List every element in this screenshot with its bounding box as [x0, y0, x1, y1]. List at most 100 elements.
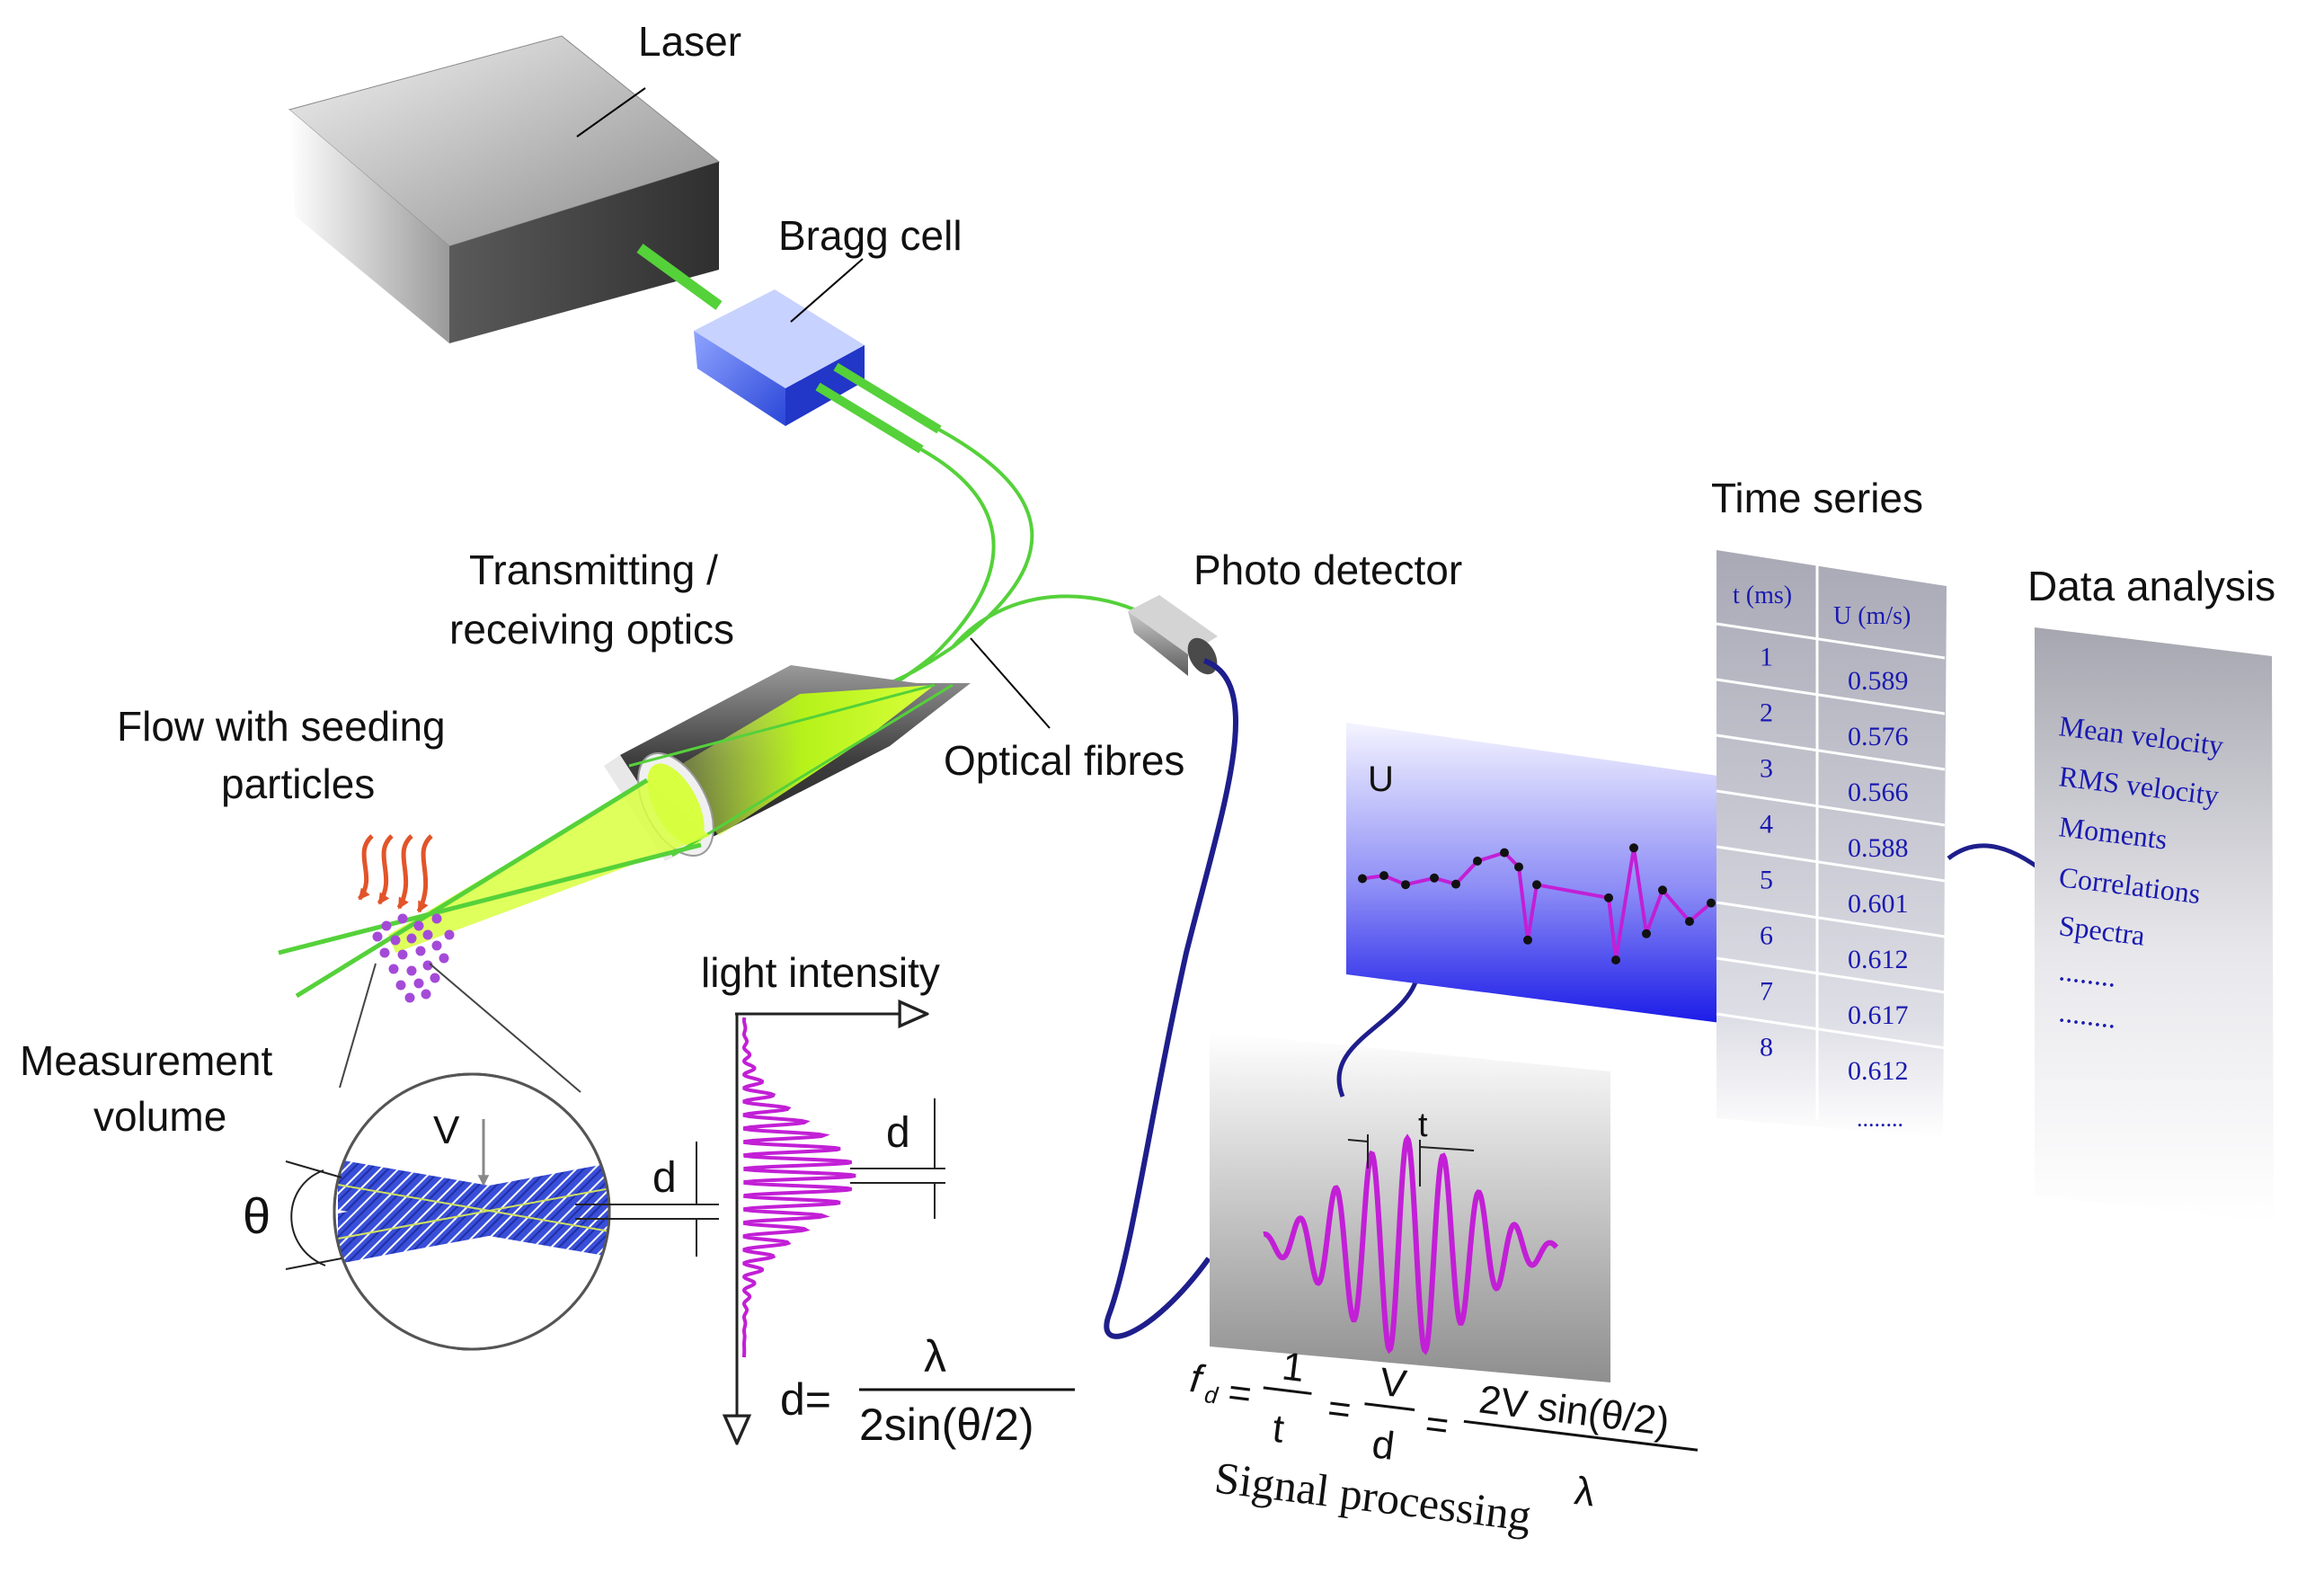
seeding-particle	[415, 946, 426, 956]
seeding-particle	[406, 965, 417, 976]
bragg-beam-lower	[815, 382, 924, 454]
light-intensity-label: light intensity	[701, 949, 940, 996]
doppler-burst-signal	[1263, 1133, 1559, 1355]
formula-fd-lambda: λ	[1572, 1469, 1597, 1515]
table-row-divider	[1716, 789, 1946, 827]
table-cell-u: 0.589	[1848, 666, 1909, 696]
seeding-particle	[388, 964, 399, 974]
velocity-point	[1642, 929, 1651, 938]
seeding-particle	[413, 920, 424, 931]
table-row-divider	[1716, 901, 1946, 938]
zoom-line-left	[339, 963, 377, 1089]
formula-fd-one: 1	[1280, 1344, 1307, 1391]
beam-line-upper	[295, 778, 649, 999]
flow-label-line1: Flow with seeding	[117, 703, 446, 750]
signal-panel	[1210, 1032, 1610, 1382]
fringe-spacing-label-left: d	[652, 1154, 677, 1202]
theta-ref-upper	[285, 1160, 342, 1178]
table-cell-t: 4	[1760, 810, 1773, 840]
formula-d-lhs: d=	[780, 1374, 831, 1425]
optics-label-line1: Transmitting /	[469, 547, 718, 593]
seeding-particle	[397, 949, 408, 960]
seeding-particle	[422, 929, 433, 940]
table-cell-u: 0.612	[1848, 1056, 1909, 1086]
table-cell-t: 6	[1760, 921, 1773, 951]
time-series-table: t (ms)U (m/s)10.58920.57630.56640.58850.…	[1733, 582, 1911, 1132]
photo-detector	[1128, 595, 1218, 676]
measurement-label-line1: Measurement	[20, 1037, 272, 1084]
time-series-label: Time series	[1711, 475, 1923, 521]
optical-fibres	[879, 428, 1161, 694]
laser-beam	[636, 244, 723, 310]
table-cell-u: 0.612	[1848, 945, 1909, 974]
seeding-particle	[372, 931, 383, 942]
flow-label-line2: particles	[221, 760, 375, 807]
flow-arrows	[357, 834, 433, 913]
formula-fd-sub: d	[1203, 1381, 1221, 1409]
theta-ref-lower	[285, 1258, 342, 1270]
velocity-point	[1707, 898, 1716, 908]
seeding-particle	[431, 940, 442, 951]
seeding-particle	[397, 913, 408, 924]
fringe-spacing-marker-right	[850, 1098, 945, 1219]
analysis-item: ........	[2057, 995, 2118, 1035]
table-cell-t: 8	[1760, 1033, 1773, 1062]
velocity-point	[1430, 873, 1439, 883]
measurement-label-line2: volume	[93, 1093, 226, 1140]
velocity-label: V	[433, 1108, 460, 1152]
table-header-u: U (m/s)	[1833, 602, 1911, 630]
velocity-point	[1379, 871, 1388, 881]
data-analysis-label: Data analysis	[2027, 563, 2275, 609]
table-row-divider	[1716, 845, 1946, 883]
burst-period-marker	[1347, 1134, 1475, 1186]
table-more: ........	[1857, 1106, 1903, 1132]
time-series-panel	[1716, 550, 1947, 1138]
table-cell-t: 7	[1760, 977, 1773, 1007]
velocity-point	[1500, 848, 1509, 858]
doppler-formula: f d = 1 t = V d = 2V sin(θ/2) λ Signal p…	[1187, 1344, 1699, 1541]
seeding-particle	[406, 933, 417, 944]
seeding-particle	[404, 992, 415, 1003]
seeding-particle	[413, 978, 424, 989]
table-cell-u: 0.617	[1848, 1000, 1909, 1030]
table-cell-u: 0.601	[1848, 889, 1909, 919]
formula-fd-d: d	[1370, 1422, 1397, 1469]
velocity-point	[1358, 874, 1367, 884]
measurement-volume-zoom	[333, 1072, 611, 1351]
table-cell-t: 1	[1760, 643, 1773, 672]
seeding-particle	[390, 935, 401, 946]
seeding-particle	[421, 989, 431, 1000]
table-cell-u: 0.566	[1848, 778, 1909, 807]
theta-label: θ	[243, 1187, 271, 1244]
velocity-point	[1473, 857, 1482, 866]
velocity-point	[1629, 843, 1638, 853]
laser-box	[288, 35, 721, 343]
optical-fibres-label: Optical fibres	[944, 737, 1184, 784]
theta-arc	[290, 1169, 326, 1266]
fringe-spacing-formula: d= λ 2sin(θ/2)	[780, 1331, 1075, 1450]
intensity-curve	[742, 1017, 856, 1357]
velocity-point	[1658, 885, 1667, 895]
fibres-leader-line	[970, 637, 1051, 729]
velocity-point	[1685, 917, 1694, 927]
formula-fd-eq1: =	[1226, 1370, 1254, 1417]
seeding-particle	[430, 973, 440, 983]
time-series-grid	[1716, 563, 1946, 1120]
zoom-line-right	[429, 963, 581, 1093]
photo-detector-label: Photo detector	[1193, 547, 1462, 593]
bragg-cell	[694, 289, 865, 426]
fringe-spacing-marker-left	[575, 1142, 719, 1257]
table-cell-t: 5	[1760, 866, 1773, 895]
velocity-axis-label: U	[1368, 760, 1394, 799]
velocity-point	[1604, 893, 1613, 902]
seeding-particle	[431, 913, 442, 924]
velocity-series-points	[1358, 843, 1716, 964]
table-header-t: t (ms)	[1733, 582, 1792, 609]
detector-cable	[1104, 658, 1238, 1339]
beam-cone	[388, 780, 710, 953]
formula-d-numerator: λ	[924, 1331, 946, 1382]
velocity-point	[1523, 935, 1532, 945]
laser-label: Laser	[638, 18, 741, 65]
table-row-divider	[1716, 1012, 1946, 1050]
